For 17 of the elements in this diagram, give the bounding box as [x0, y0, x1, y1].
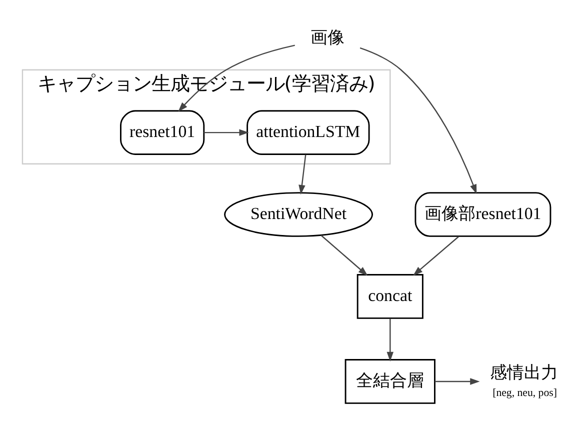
arrow [204, 129, 249, 136]
node-box: attentionLSTM [246, 110, 370, 155]
node-box: 画像部resnet101 [414, 192, 552, 237]
arrow [412, 236, 459, 276]
node-label: [neg, neu, pos] [492, 387, 557, 400]
node-text: 画像 [310, 28, 344, 47]
node-box: resnet101 [120, 110, 205, 155]
arrow [386, 318, 394, 362]
node-ellipse: SentiWordNet [224, 192, 374, 237]
node-text: 感情出力 [490, 363, 558, 382]
arrow [320, 234, 368, 276]
node-box: 全結合層 [344, 359, 436, 404]
arrow [178, 44, 295, 112]
arrow [298, 154, 306, 195]
node-box: concat [356, 274, 424, 319]
arrow [360, 47, 477, 194]
arrow [434, 378, 480, 385]
